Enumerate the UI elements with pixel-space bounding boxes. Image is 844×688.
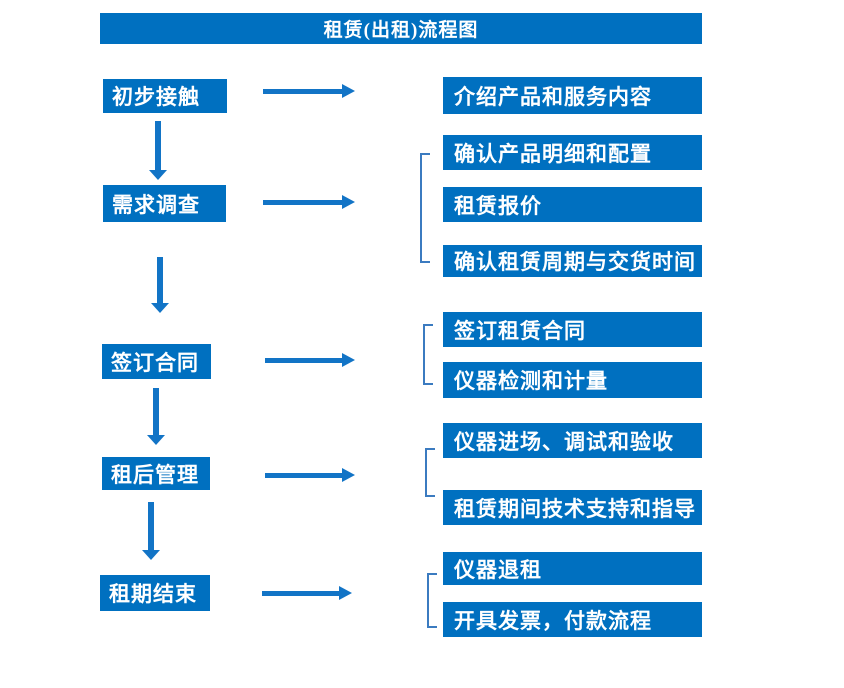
output-box: 租赁报价 (443, 187, 702, 222)
output-label: 确认租赁周期与交货时间 (454, 250, 696, 274)
output-box: 确认产品明细和配置 (443, 135, 702, 170)
step-box-post-rental-management: 租后管理 (102, 457, 210, 490)
output-label: 签订租赁合同 (454, 318, 586, 343)
output-label: 仪器退租 (454, 557, 542, 582)
arrow-right-icon (263, 195, 355, 209)
group-bracket (420, 153, 430, 263)
arrow-right-icon (265, 353, 355, 367)
flowchart-title: 租赁(出租)流程图 (323, 20, 479, 41)
arrow-right-icon (262, 586, 352, 600)
arrow-right-icon (263, 84, 355, 98)
output-label: 租赁报价 (454, 193, 542, 218)
flowchart-title-bar: 租赁(出租)流程图 (100, 13, 702, 44)
output-box: 仪器检测和计量 (443, 362, 702, 398)
step-box-demand-survey: 需求调查 (103, 185, 226, 222)
output-box: 确认租赁周期与交货时间 (443, 245, 702, 277)
output-box: 签订租赁合同 (443, 312, 702, 347)
output-label: 开具发票，付款流程 (454, 608, 652, 633)
output-box: 介绍产品和服务内容 (443, 77, 702, 114)
output-box: 仪器进场、调试和验收 (443, 423, 702, 458)
output-label: 租赁期间技术支持和指导 (454, 496, 696, 521)
output-box: 租赁期间技术支持和指导 (443, 490, 702, 525)
group-bracket (425, 448, 435, 497)
output-label: 介绍产品和服务内容 (454, 84, 652, 109)
output-label: 仪器进场、调试和验收 (454, 429, 674, 454)
arrow-right-icon (265, 468, 355, 482)
step-label: 初步接触 (112, 85, 200, 109)
step-box-rental-end: 租期结束 (100, 575, 210, 611)
output-label: 确认产品明细和配置 (454, 141, 652, 166)
step-box-initial-contact: 初步接触 (103, 79, 227, 113)
step-label: 签订合同 (111, 350, 199, 375)
output-box: 开具发票，付款流程 (443, 602, 702, 637)
step-label: 需求调查 (112, 192, 200, 217)
arrow-down-icon (149, 121, 167, 180)
step-box-sign-contract: 签订合同 (102, 344, 211, 379)
step-label: 租后管理 (111, 462, 199, 487)
output-box: 仪器退租 (443, 552, 702, 585)
arrow-down-icon (142, 502, 160, 560)
arrow-down-icon (147, 388, 165, 445)
output-label: 仪器检测和计量 (454, 369, 608, 393)
arrow-down-icon (151, 257, 169, 313)
group-bracket (423, 324, 433, 385)
step-label: 租期结束 (109, 582, 197, 606)
group-bracket (427, 573, 437, 628)
